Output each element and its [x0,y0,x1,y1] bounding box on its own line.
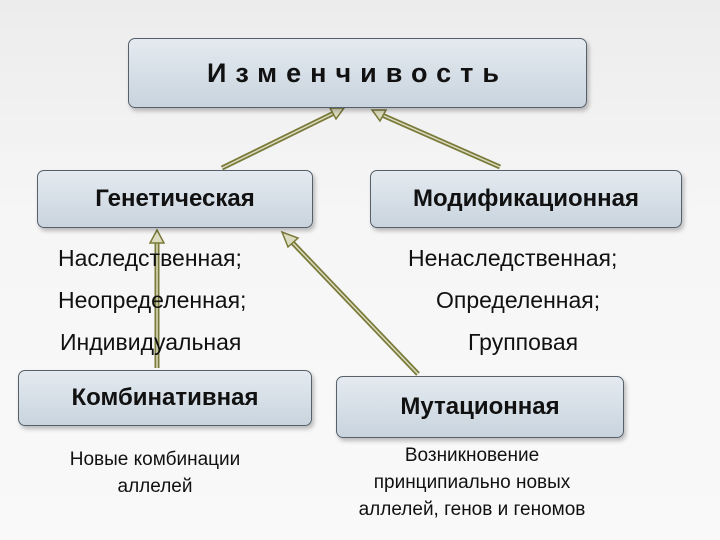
arrow-modification-to-title [370,109,502,170]
genetic-prop-3: Индивидуальная [60,329,242,355]
modification-prop-2: Определенная; [436,287,601,313]
title-box: Изменчивость [128,38,587,108]
arrow-mutational-to-genetic [280,230,420,376]
mutational-label: Мутационная [400,393,560,420]
combinative-desc-line-1: Новые комбинации [69,449,241,470]
modification-label: Модификационная [413,185,639,212]
genetic-prop-1: Наследственная; [58,245,242,271]
mutational-desc-line-2: принципиально новых [373,472,571,493]
combinative-label: Комбинативная [71,384,259,411]
modification-prop-3: Групповая [468,329,579,355]
combinative-desc-line-2: аллелей [117,476,193,497]
modification-box: Модификационная [370,170,682,228]
combinative-desc: Новые комбинации аллелей [45,446,265,500]
combinative-box: Комбинативная [18,370,312,426]
arrow-genetic-to-title [220,107,346,171]
mutational-box: Мутационная [336,376,624,438]
genetic-box: Генетическая [37,170,313,228]
modification-prop-1: Ненаследственная; [408,245,618,271]
title-text: Изменчивость [207,57,508,88]
mutational-desc-line-3: аллелей, генов и геномов [358,499,586,520]
genetic-prop-2: Неопределенная; [58,287,247,313]
mutational-desc-line-1: Возникновение [404,445,540,466]
genetic-label: Генетическая [95,185,255,212]
arrow-combinative-to-genetic [148,228,166,368]
mutational-desc: Возникновение принципиально новых аллеле… [322,442,622,523]
